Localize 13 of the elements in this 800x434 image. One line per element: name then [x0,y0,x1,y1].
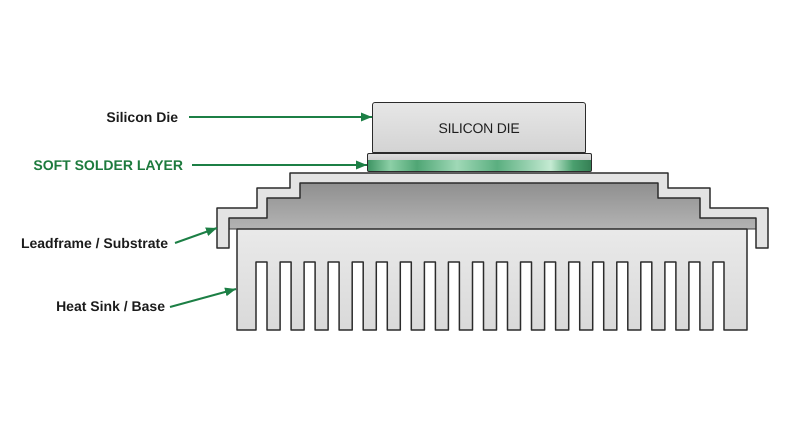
leader-arrow [174,227,218,244]
leadframe [215,171,770,251]
leader-arrow [170,288,236,308]
leader-arrow [189,112,372,122]
part-label: SOFT SOLDER LAYER [33,158,183,172]
solder-layer [367,153,592,172]
part-label: Heat Sink / Base [56,299,165,313]
part-label: Leadframe / Substrate [20,236,168,250]
leader-arrow [192,160,367,170]
part-label: Silicon Die [106,110,178,124]
heat-sink [235,227,749,332]
silicon-die [372,102,586,153]
die-label: SILICON DIE [438,120,520,134]
